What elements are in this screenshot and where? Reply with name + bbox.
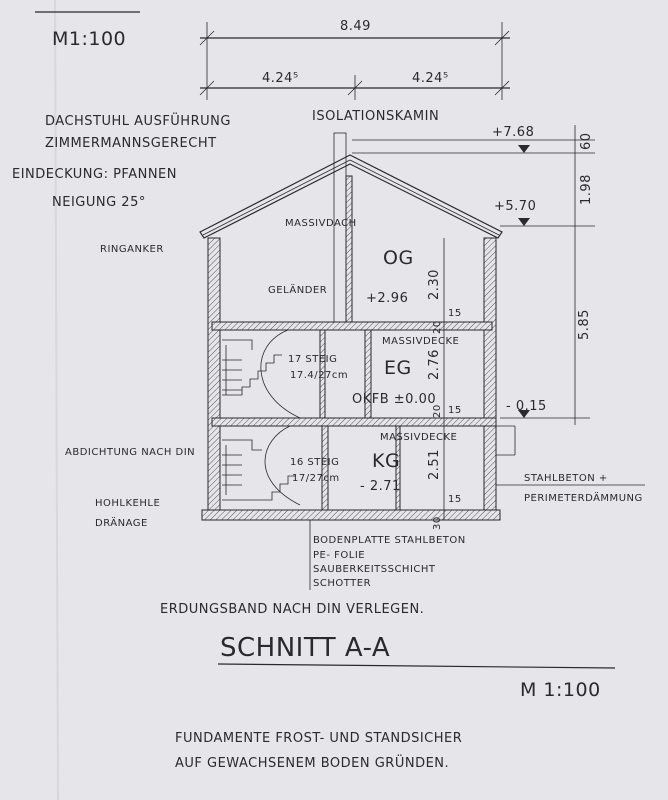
dim-585: 5.85 <box>577 309 592 340</box>
eg-slab <box>211 417 497 427</box>
elev-og: +2.96 <box>366 291 408 306</box>
label-kg: KG <box>372 450 400 472</box>
note-erdungsband: ERDUNGSBAND NACH DIN VERLEGEN. <box>160 602 424 617</box>
note-draenage: DRÄNAGE <box>95 516 148 529</box>
elev-ridge: +7.68 <box>492 125 534 140</box>
dim-30-slab: 30 <box>432 516 443 530</box>
note-neigung: NEIGUNG 25° <box>52 195 146 210</box>
dim-60: 60 <box>579 132 594 150</box>
base-slab <box>201 509 501 521</box>
og-slab <box>211 321 493 331</box>
height-dimensions: +7.68 +5.70 - 0.15 60 1.98 5.85 <box>352 125 595 425</box>
dim-20-og: 20 <box>432 320 443 334</box>
label-stair-kg-count: 16 STEIG <box>290 457 339 468</box>
label-stair-eg-count: 17 STEIG <box>288 354 337 365</box>
label-stair-kg-size: 17/27cm <box>292 473 340 484</box>
elev-eg: OKFB ±0.00 <box>352 392 436 407</box>
note-perimeter: PERIMETERDÄMMUNG <box>524 491 643 504</box>
note-sauberkeit: SAUBERKEITSSCHICHT <box>313 564 436 575</box>
dim-og-height: 2.30 <box>427 269 442 300</box>
width-dimension: 8.49 4.24⁵ 4.24⁵ <box>199 19 510 100</box>
dim-half-right: 4.24⁵ <box>412 71 449 86</box>
note-ringanker: RINGANKER <box>100 244 164 255</box>
note-pefolie: PE- FOLIE <box>313 550 365 561</box>
dim-15-kg: 15 <box>448 494 462 505</box>
label-massivdach: MASSIVDACH <box>285 218 357 229</box>
elev-eave: +5.70 <box>494 199 536 214</box>
label-og: OG <box>383 247 414 269</box>
building-section <box>199 132 590 590</box>
scale-label-top: M1:100 <box>52 28 126 50</box>
note-dachstuhl: DACHSTUHL AUSFÜHRUNG <box>45 112 231 129</box>
dim-half-left: 4.24⁵ <box>262 71 299 86</box>
footer-note-2: AUF GEWACHSENEM BODEN GRÜNDEN. <box>175 754 449 771</box>
note-schotter: SCHOTTER <box>313 578 371 589</box>
dim-20-eg: 20 <box>432 404 443 418</box>
dim-eg-height: 2.76 <box>427 349 442 380</box>
dim-15-eg: 15 <box>448 405 462 416</box>
note-eindeckung: EINDECKUNG: PFANNEN <box>12 167 177 182</box>
elev-kg: - 2.71 <box>360 479 401 494</box>
elev-ground: - 0.15 <box>506 399 547 414</box>
label-stair-eg-size: 17.4/27cm <box>290 370 348 381</box>
note-bodenplatte: BODENPLATTE STAHLBETON <box>313 535 466 546</box>
scale-label-bottom: M 1:100 <box>520 679 601 701</box>
right-wall <box>483 237 497 514</box>
dim-15-og: 15 <box>448 308 462 319</box>
note-stahlbeton: STAHLBETON + <box>524 473 608 484</box>
note-kamin: ISOLATIONSKAMIN <box>312 109 439 124</box>
note-hohlkehle: HOHLKEHLE <box>95 498 160 509</box>
label-gelaender: GELÄNDER <box>268 283 327 296</box>
note-abdichtung: ABDICHTUNG NACH DIN <box>65 447 195 458</box>
dim-kg-height: 2.51 <box>427 449 442 480</box>
label-eg: EG <box>384 357 412 379</box>
dim-198: 1.98 <box>579 174 594 205</box>
label-massivdecke-kg: MASSIVDECKE <box>380 432 457 443</box>
dim-total-width: 8.49 <box>340 19 371 34</box>
footer-note-1: FUNDAMENTE FROST- UND STANDSICHER <box>175 731 462 746</box>
drawing-title: SCHNITT A-A <box>220 633 390 663</box>
label-massivdecke-eg: MASSIVDECKE <box>382 336 459 347</box>
left-wall <box>207 237 221 514</box>
note-zimmermann: ZIMMERMANNSGERECHT <box>45 136 217 151</box>
